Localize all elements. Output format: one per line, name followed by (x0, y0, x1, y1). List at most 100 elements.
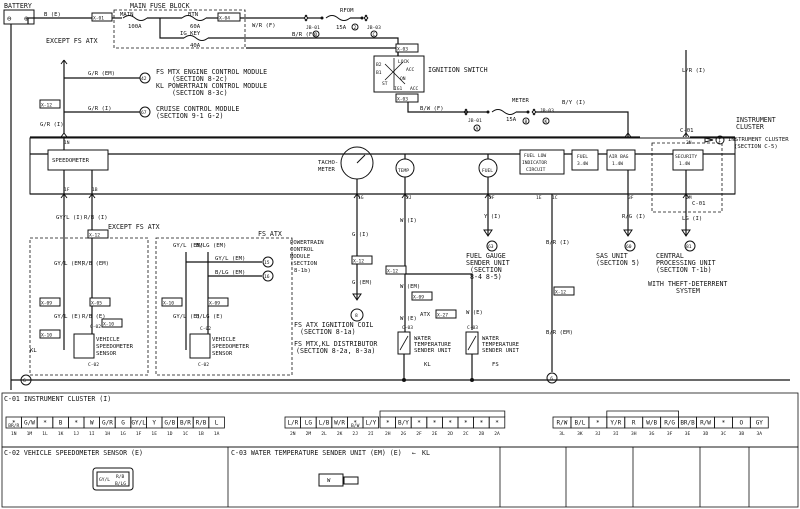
c01-g2-pin-2K: W/R (334, 420, 345, 427)
connector-x12-tacho: X-12 (353, 259, 364, 265)
c01-g4-label-3I: 3I (613, 431, 619, 437)
fuse-main-label: MAIN (120, 12, 133, 18)
wire-w-em: W (EM) (400, 284, 420, 290)
wire-gy-l-em: GY/L (EM) (54, 261, 84, 267)
ref-16: 16 (264, 274, 270, 280)
ign-on: ON (400, 76, 406, 82)
c01-g4-label-3G: 3G (649, 431, 655, 437)
fs-atx-gy-l-e: GY/L (E) (173, 314, 200, 320)
connector-c02-top: C-02 (90, 324, 101, 330)
connector-x05: X-05 (91, 301, 102, 307)
c01-g4-pin-3D: R/W (700, 420, 711, 427)
fuel-light-watt: 3.4W (577, 161, 588, 167)
fuse-btn-label: BTN (188, 12, 198, 18)
c01-g3-label-2B: 2B (479, 431, 485, 437)
c02-table-title: C-02 VEHICLE SPEEDOMETER SENSOR (E) (4, 449, 143, 457)
c01-g2-label-2N: 2N (290, 431, 296, 437)
c03-table-title: C-03 WATER TEMPERATURE SENDER UNIT (EM) … (231, 449, 402, 457)
c01-g1-label-1N: 1N (11, 431, 17, 437)
wire-label-w-r-f: W/R (F) (252, 23, 276, 29)
connector-x12-temp: X-12 (387, 269, 398, 275)
fs-atx-sensor-label-1: VEHICLE (212, 337, 236, 343)
c01-g1-pin-1C: B/R (180, 420, 191, 427)
c01-g3-pin-2C: * (464, 420, 468, 427)
wire-w-i: W (I) (400, 218, 417, 224)
c01-g3-pin-2B: * (480, 420, 484, 427)
fuse-ig-key-label: IG KEY (180, 31, 201, 37)
c01-g4-pin-3E: BR/B (680, 420, 695, 427)
temp-sender-fs-label-1: WATER (482, 336, 499, 342)
fuse-main-amp: 100A (128, 24, 142, 30)
airbag-light-label: AIR BAG (609, 154, 629, 160)
wire-label-l-r-i: L/R (I) (682, 68, 706, 74)
c01-g1-label-1M: 1M (27, 431, 33, 437)
tachometer-label-1: TACHO- (318, 160, 338, 166)
c01-g2-pin-2L: L/B (319, 420, 330, 427)
c01-g1-label-1C: 1C (183, 431, 189, 437)
pin-1g: 1G (358, 195, 364, 201)
c01-g1-pin-1E: Y (152, 420, 156, 427)
connector-x10-right: X-10 (103, 322, 114, 328)
c01-g3-pin-2D: * (448, 420, 452, 427)
c01-g2-pin-2N: L/R (287, 420, 298, 427)
main-fuse-block-title: MAIN FUSE BLOCK (130, 2, 190, 10)
instrument-cluster-title-1: INSTRUMENT (736, 116, 776, 124)
battery-label: BATTERY (4, 2, 32, 10)
c01-g4-label-3L: 3L (559, 431, 565, 437)
c01-g3-pin-2E: * (433, 420, 437, 427)
c01-g4-label-3H: 3H (631, 431, 637, 437)
wire-b-r-i: B/R (I) (546, 240, 570, 246)
c01-g1-label-1D: 1D (167, 431, 173, 437)
c01-g4-pin-3B: O (740, 420, 744, 427)
jb01-meter-pin: A (476, 126, 479, 132)
c01-g1-label-1H: 1H (105, 431, 111, 437)
fs-mtx-distributor-section: (SECTION 8-2a, 8-3a) (296, 347, 375, 355)
fs-atx-gy-l-em: GY/L (EM) (173, 243, 203, 249)
c01-g1-pin-1J: * (74, 420, 78, 427)
ign-b2: B2 (376, 62, 382, 68)
c01-g2-label-2L: 2L (321, 431, 327, 437)
ignition-switch-label: IGNITION SWITCH (428, 66, 488, 74)
fuel-sender-label-2: SENDER UNIT (466, 259, 510, 267)
c01-g3-pin-2G: B/Y (398, 420, 409, 427)
connector-x12-left: X-12 (89, 233, 100, 239)
ref-63: 63 (488, 244, 494, 250)
c01-g4-label-3D: 3D (703, 431, 709, 437)
wire-label-g-r-i-2: G/R (I) (40, 122, 64, 128)
connector-x04: X-04 (219, 16, 230, 22)
connector-x03: X-03 (397, 47, 408, 53)
wire-r-b-em: R/B (EM) (82, 261, 109, 267)
ign-lock: LOCK (398, 59, 409, 65)
connector-x01: X-01 (93, 16, 104, 22)
c01-g4-pin-3C: * (722, 420, 726, 427)
c01-g1-label-1G: 1G (120, 431, 126, 437)
fs-atx-b-lg-em-2: B/LG (EM) (215, 270, 245, 276)
c01-g4-pin-3F: R/G (664, 420, 675, 427)
jb03-top-pin: C (373, 32, 376, 38)
c03-arrow: ← (412, 449, 416, 457)
vehicle-speed-sensor-label-2: SPEEDOMETER (96, 344, 134, 350)
ref-6: 6 (550, 376, 553, 382)
c01-g1-pin-1I: W (90, 420, 94, 427)
fs-atx-connector-c02-bottom: C-02 (198, 362, 209, 368)
jb01-top-label: JB-01 (306, 25, 320, 31)
c01-g4-tab (606, 410, 679, 417)
c01-g1-label-1L: 1L (42, 431, 48, 437)
sas-unit-label: SAS UNIT (596, 252, 628, 260)
fuel-light-label: FUEL (577, 154, 588, 160)
ign-b1: B1 (376, 70, 382, 76)
battery-plus-terminal: ⊕ (24, 14, 28, 23)
c01-g1-pin-1D: G/B (164, 420, 175, 427)
security-light-watt: 1.4W (679, 161, 690, 167)
temp-sender-fs-label-2: TEMPERATURE (482, 342, 520, 348)
jb01-meter-label: JB-01 (468, 118, 482, 124)
pcm-label-1: POWERTRAIN (290, 240, 324, 246)
c01-g4-pin-3G: W/B (646, 420, 657, 427)
jb03-meter-label: JB-03 (540, 108, 554, 114)
kl-label-sender: KL (424, 362, 431, 368)
instrument-cluster-title-2: CLUSTER (736, 123, 764, 131)
connector-x03-bottom: X-03 (397, 97, 408, 103)
wire-label-b-r-f: B/R (F) (292, 32, 316, 38)
tachometer-label-2: METER (318, 167, 335, 173)
except-fs-atx-label-top: EXCEPT FS ATX (46, 37, 98, 45)
